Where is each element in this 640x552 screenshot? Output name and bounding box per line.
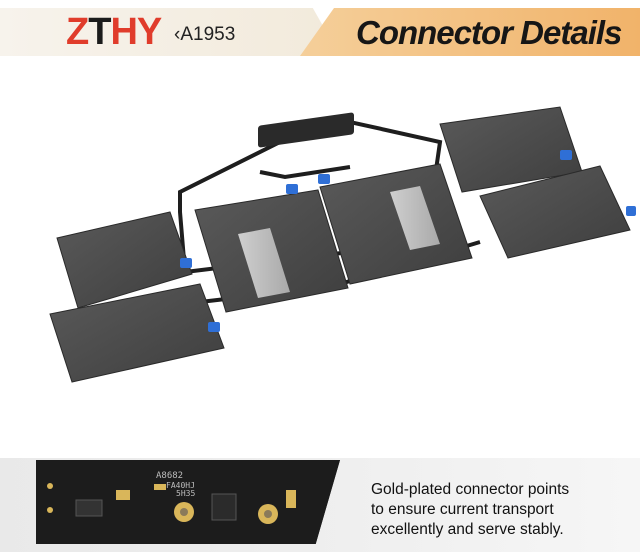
pcb-print-3: 5H35: [176, 489, 195, 498]
cell-center-left: [194, 189, 349, 313]
logo-letter-z: Z: [66, 11, 89, 53]
cell-left-bottom: [49, 283, 225, 383]
pcb-connector-photo: A8682 FA40HJ 5H35: [36, 460, 340, 544]
cell-center-right: [319, 163, 473, 285]
header-bar-right: [300, 8, 640, 56]
logo-letters-hy: HY: [110, 11, 162, 53]
caption-line-2: to ensure current transport: [371, 501, 554, 518]
caption-line-1: Gold-plated connector points: [371, 481, 570, 498]
bms-board: [258, 112, 354, 148]
pcb-print-1: A8682: [156, 471, 183, 481]
page-title: Connector Details: [356, 14, 622, 51]
caption-line-3: excellently and serve stably.: [371, 521, 564, 538]
cell-right-bottom: [479, 165, 631, 259]
cell-left-top: [56, 211, 193, 309]
connector-caption: Gold-plated connector points to ensure c…: [371, 480, 633, 540]
model-number: ‹A1953: [174, 24, 236, 45]
brand-logo: ZTHY: [66, 11, 162, 53]
pcb-print-2: FA40HJ: [166, 481, 195, 490]
blue-tabs: [180, 150, 636, 332]
logo-letter-t: T: [88, 11, 111, 53]
center-left-label: [238, 228, 290, 298]
battery-svg: [49, 106, 636, 383]
center-right-label: [390, 186, 440, 250]
pcb-svg: A8682 FA40HJ 5H35: [36, 460, 340, 544]
header-banner: ZTHY ‹A1953 Connector Details: [0, 0, 640, 62]
header-bar-left: [0, 8, 340, 56]
battery-illustration: [0, 62, 640, 452]
connector-detail-strip: A8682 FA40HJ 5H35 Gold-plated connector …: [0, 458, 640, 552]
